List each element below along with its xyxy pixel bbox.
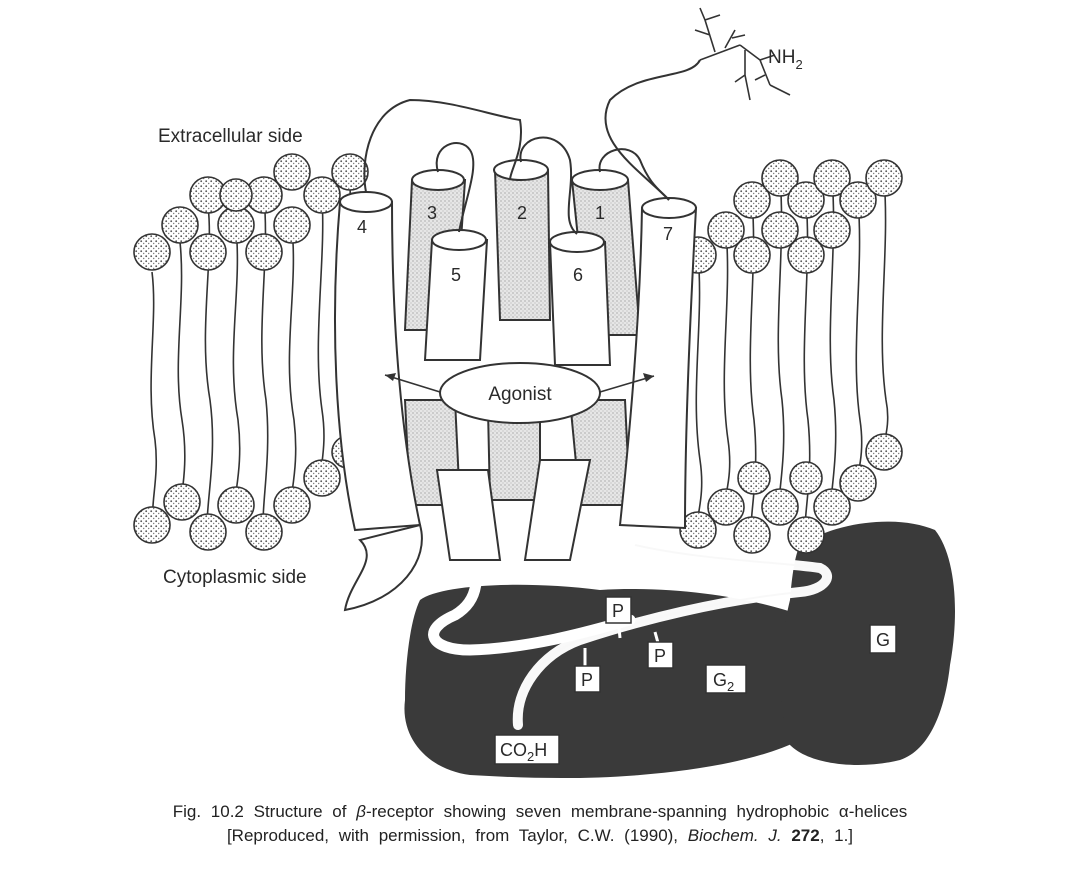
helix-label-5: 5 xyxy=(451,265,461,285)
caption-text-before-beta: Structure of xyxy=(253,802,347,821)
caption-volume: 272 xyxy=(791,826,820,845)
caption-beta: β xyxy=(356,802,366,821)
helix-7 xyxy=(618,207,698,530)
helices-front xyxy=(423,229,612,561)
n-terminus-label: NH2 xyxy=(768,47,803,72)
phosphate-label-1: P xyxy=(612,601,624,621)
agonist-label: Agonist xyxy=(488,384,552,405)
phosphate-label-2: P xyxy=(654,646,666,666)
helix-label-3: 3 xyxy=(427,203,437,223)
g2-label: G2 xyxy=(713,670,734,694)
g2-subunit-blob xyxy=(404,584,814,779)
phosphate-label-3: P xyxy=(581,670,593,690)
caption-journal: Biochem. J. xyxy=(687,826,782,845)
n-terminus-subscript: 2 xyxy=(795,57,802,72)
caption-source: [Reproduced, with permission, from Taylo… xyxy=(226,826,679,845)
helices-tall xyxy=(334,191,698,612)
helix-label-1: 1 xyxy=(595,203,605,223)
cytoplasmic-label: Cytoplasmic side xyxy=(163,567,307,588)
agonist-ellipse xyxy=(439,362,601,424)
agonist-group: Agonist xyxy=(384,362,655,424)
helix-label-7: 7 xyxy=(663,224,673,244)
helix-2 xyxy=(493,169,552,321)
caption-line-1: Fig. 10.2 Structure of β-receptor showin… xyxy=(0,800,1080,824)
helix-5 xyxy=(423,239,489,361)
caption-alpha-text: α-helices xyxy=(838,802,908,821)
helix-label-2: 2 xyxy=(517,203,527,223)
caption-text-after-beta: -receptor showing seven membrane-spannin… xyxy=(365,802,830,821)
c-terminus-label: CO2H xyxy=(500,740,547,764)
caption-pages: , 1.] xyxy=(819,826,854,845)
connecting-loops xyxy=(363,59,701,235)
caption-line-2: [Reproduced, with permission, from Taylo… xyxy=(0,824,1080,848)
g-label: G xyxy=(876,630,890,650)
n-terminus-text: NH xyxy=(768,47,795,68)
phosphate-boxes: P P P xyxy=(574,596,674,693)
figure-caption: Fig. 10.2 Structure of β-receptor showin… xyxy=(0,800,1080,848)
helix-4 xyxy=(334,201,422,532)
n-terminus-glycosylation xyxy=(694,7,791,101)
extracellular-label: Extracellular side xyxy=(158,126,303,147)
lipid-bilayer-left xyxy=(133,153,369,551)
g-subunit-blob xyxy=(780,521,955,765)
helix-label-6: 6 xyxy=(573,265,583,285)
caption-fig-number: 10.2 xyxy=(210,802,244,821)
cytoplasmic-loop xyxy=(343,523,423,612)
beta-receptor-diagram: Agonist 1 2 3 4 5 6 7 Extracellular side… xyxy=(133,7,955,779)
helix-6 xyxy=(548,241,612,366)
caption-fig-label: Fig. xyxy=(172,802,202,821)
helix-label-4: 4 xyxy=(357,217,367,237)
lipid-bilayer-right xyxy=(679,159,903,554)
helix-numbers: 1 2 3 4 5 6 7 xyxy=(357,203,673,285)
g-protein-complex xyxy=(404,521,955,779)
